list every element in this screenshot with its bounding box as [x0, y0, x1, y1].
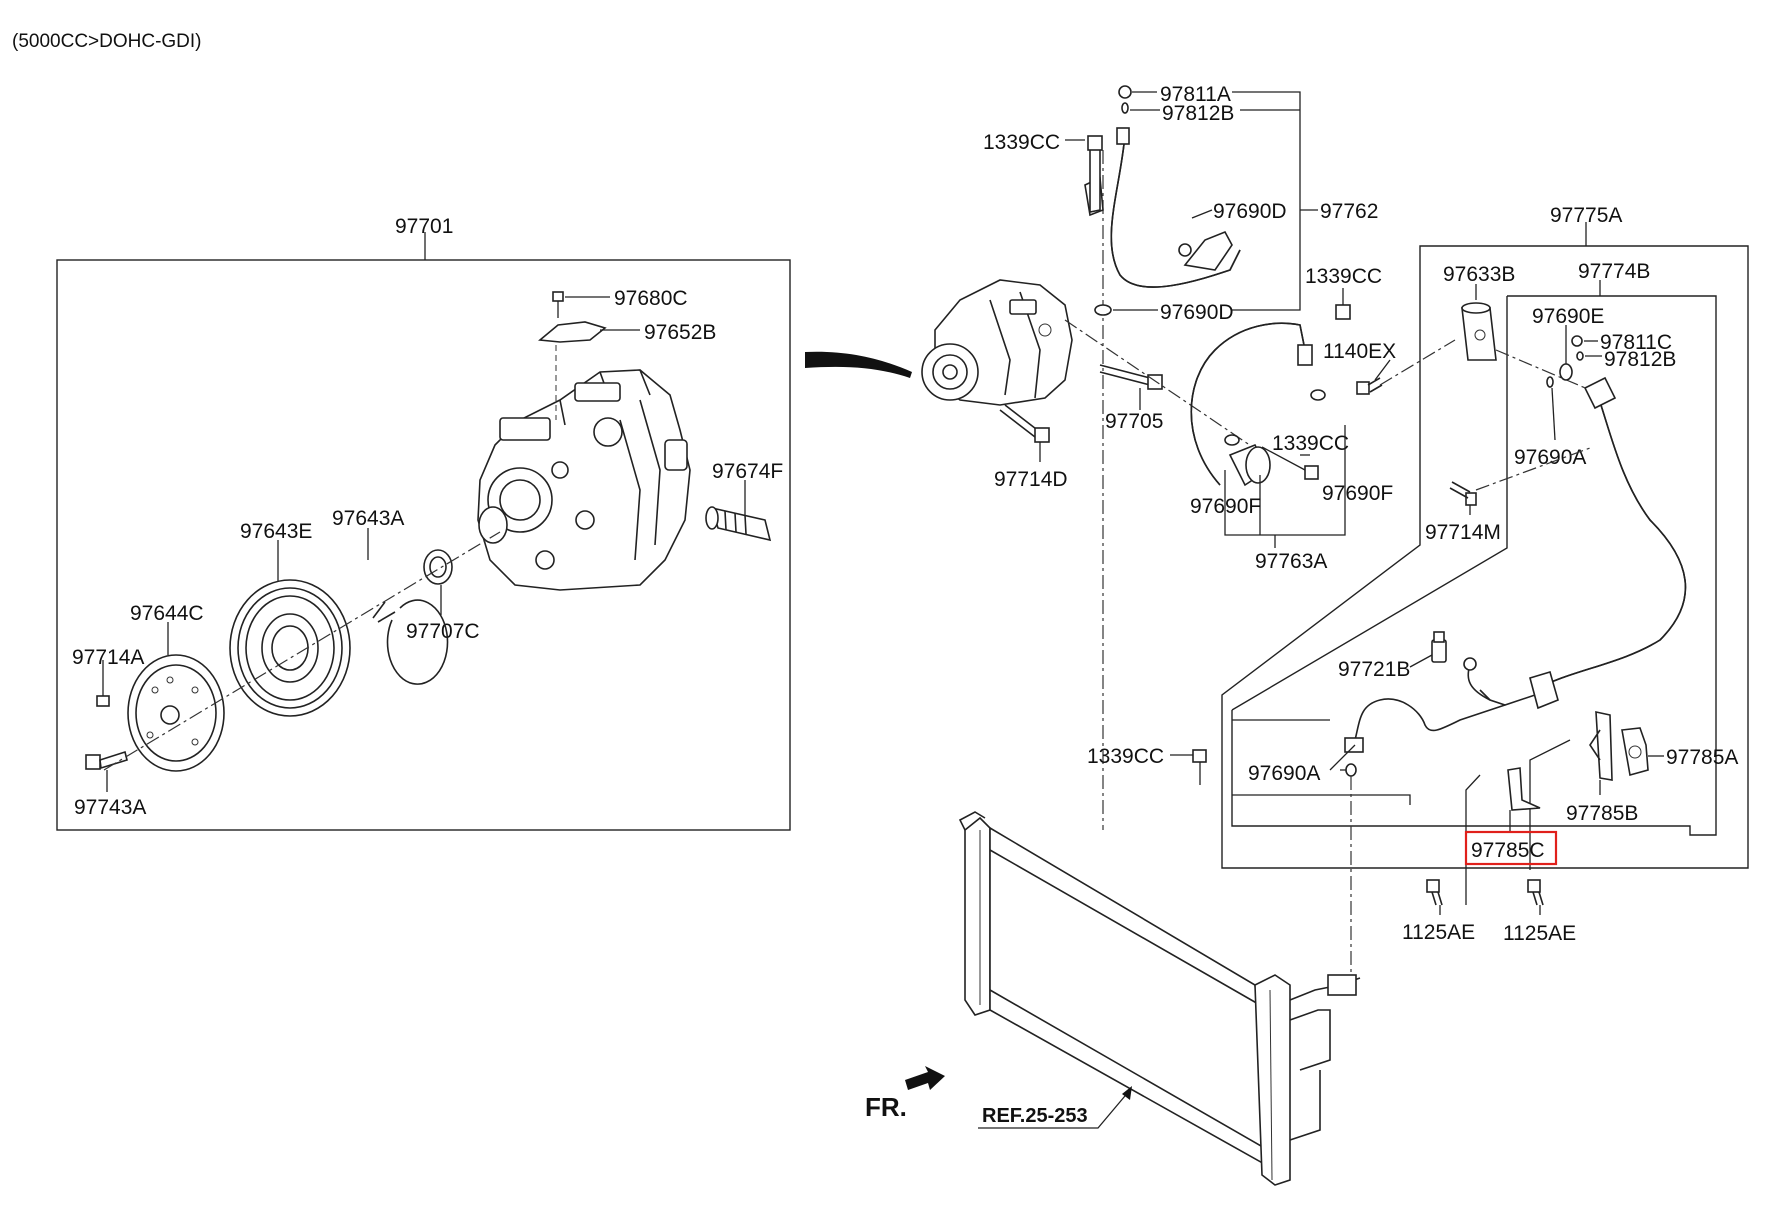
label-97643A[interactable]: 97643A — [332, 507, 404, 530]
nut-1339CC-b: 1339CC — [1305, 265, 1382, 320]
callout-arrow — [805, 351, 912, 378]
clamp-97785B: 97785B — [1529, 710, 1638, 870]
oring-97690D-lower: 97690D — [1094, 301, 1234, 324]
nut-97811C: 97811C — [1571, 331, 1672, 354]
snap-ring-97643A: 97643A — [332, 507, 449, 685]
compressor-installed — [921, 279, 1073, 406]
bolt-97705: 97705 — [1099, 364, 1163, 433]
label-97785B[interactable]: 97785B — [1566, 802, 1638, 825]
clutch-hub-97644C: 97644C — [127, 602, 225, 772]
label-97690F-a[interactable]: 97690F — [1190, 495, 1261, 518]
bolt-97714A: 97714A — [72, 646, 144, 707]
discharge-hose-97763A — [1190, 322, 1326, 487]
compressor-body — [477, 369, 691, 591]
label-97714D[interactable]: 97714D — [994, 468, 1068, 491]
bracket-97762 — [1232, 91, 1301, 311]
label-97785A[interactable]: 97785A — [1666, 746, 1738, 769]
oring-97690A-upper: 97690A — [1514, 376, 1586, 469]
label-97714M[interactable]: 97714M — [1425, 521, 1501, 544]
label-97812B-right[interactable]: 97812B — [1604, 348, 1676, 371]
label-97762[interactable]: 97762 — [1320, 200, 1378, 223]
pressure-sensor-97721B: 97721B — [1338, 631, 1447, 681]
label-97811A[interactable]: 97811A — [1160, 83, 1231, 106]
screw-97680C: 97680C — [552, 287, 688, 318]
condenser — [958, 811, 1361, 1186]
liquid-tube-assembly — [1344, 376, 1687, 753]
label-97763A[interactable]: 97763A — [1255, 550, 1327, 573]
bolt-1125AE-a: 1125AE — [1402, 879, 1475, 944]
label-97690A-b[interactable]: 97690A — [1248, 762, 1320, 785]
label-97774B[interactable]: 97774B — [1578, 260, 1650, 283]
clamp-97785C: 97785C — [1464, 767, 1558, 905]
front-label: FR. — [865, 1092, 907, 1122]
bracket-97652B: 97652B — [538, 321, 716, 420]
reference-callout: REF.25-253 — [978, 1086, 1132, 1129]
label-97785C[interactable]: 97785C — [1471, 839, 1545, 862]
label-97743A[interactable]: 97743A — [74, 796, 146, 819]
bolt-1125AE-b: 1125AE — [1503, 879, 1576, 945]
clamp-97785A: 97785A — [1621, 727, 1738, 777]
front-arrow-icon — [905, 1066, 945, 1090]
oring-97690A-lower: 97690A — [1248, 762, 1357, 785]
pulley-97643E: 97643E — [229, 520, 351, 717]
bearing-97707C: 97707C — [406, 549, 480, 643]
oring-97690D-upper: 97690D — [1191, 200, 1287, 223]
label-1125AE-b[interactable]: 1125AE — [1503, 922, 1576, 945]
label-97721B[interactable]: 97721B — [1338, 658, 1410, 681]
label-1140EX[interactable]: 1140EX — [1323, 340, 1396, 363]
label-1339CC-b[interactable]: 1339CC — [1305, 265, 1382, 288]
label-1339CC-a[interactable]: 1339CC — [983, 131, 1060, 154]
expansion-valve-97633B: 97633B — [1443, 263, 1591, 391]
bolt-97743A: 97743A — [74, 750, 146, 819]
label-97705[interactable]: 97705 — [1105, 410, 1163, 433]
label-97690D-b[interactable]: 97690D — [1160, 301, 1234, 324]
liquid-tube-box-97774B: 97774B — [1231, 260, 1717, 836]
liquid-tube-box-97775A: 97775A — [1221, 204, 1749, 869]
oring-97812B-right: 97812B — [1576, 348, 1676, 371]
label-97714A[interactable]: 97714A — [72, 646, 144, 669]
nut-1339CC-c: 1339CC — [1261, 432, 1349, 480]
bolt-97714M: 97714M — [1425, 447, 1591, 544]
label-97652B[interactable]: 97652B — [644, 321, 716, 344]
assembly-axis-line — [103, 531, 501, 771]
bracket-97690A-lower — [1232, 719, 1411, 805]
label-97690D-a[interactable]: 97690D — [1213, 200, 1287, 223]
engine-note: (5000CC>DOHC-GDI) — [12, 31, 202, 52]
label-97690F-b[interactable]: 97690F — [1322, 482, 1393, 505]
compressor-assembly-box: 97701 — [56, 215, 791, 831]
label-97633B[interactable]: 97633B — [1443, 263, 1515, 286]
label-97812B-top[interactable]: 97812B — [1162, 102, 1234, 125]
label-97690E[interactable]: 97690E — [1532, 305, 1604, 328]
oring-97812B-top: 97812B — [1121, 102, 1234, 125]
label-97811C[interactable]: 97811C — [1600, 331, 1672, 354]
label-97680C[interactable]: 97680C — [614, 287, 688, 310]
nut-97811A: 97811A — [1118, 83, 1231, 106]
bracket-1339CC-top: 1339CC — [983, 131, 1103, 213]
label-97674F[interactable]: 97674F — [712, 460, 783, 483]
label-1339CC-c[interactable]: 1339CC — [1272, 432, 1349, 455]
highlight-box — [1464, 830, 1558, 866]
bracket-97763A — [1224, 425, 1346, 536]
label-97643E[interactable]: 97643E — [240, 520, 312, 543]
bolt-97714D: 97714D — [994, 404, 1068, 491]
label-97775A[interactable]: 97775A — [1550, 204, 1622, 227]
front-marker: FR. — [865, 1066, 945, 1122]
label-97701[interactable]: 97701 — [395, 215, 453, 238]
label-1339CC-d[interactable]: 1339CC — [1087, 745, 1164, 768]
label-97644C[interactable]: 97644C — [130, 602, 204, 625]
label-97690A-a[interactable]: 97690A — [1514, 446, 1586, 469]
pressure-switch-97674F: 97674F — [705, 460, 783, 542]
label-97707C[interactable]: 97707C — [406, 620, 480, 643]
label-1125AE-a[interactable]: 1125AE — [1402, 921, 1475, 944]
oring-97690E: 97690E — [1532, 305, 1604, 381]
bolt-1140EX: 1140EX — [1323, 339, 1456, 395]
nut-1339CC-d: 1339CC — [1087, 745, 1207, 785]
reference-label[interactable]: REF.25-253 — [982, 1105, 1088, 1127]
